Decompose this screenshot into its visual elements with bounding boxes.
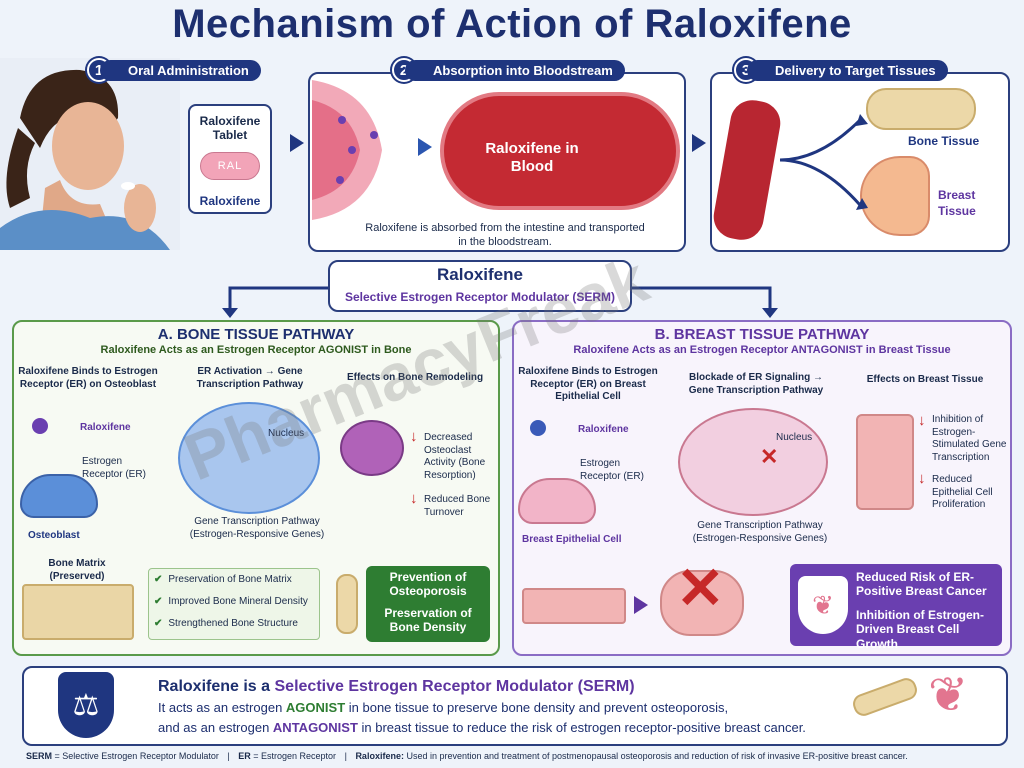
blood-caption: Raloxifene is absorbed from the intestin…: [365, 222, 645, 248]
drug-molecule-icon: [530, 420, 546, 436]
target-bone-label: Bone Tissue: [908, 134, 980, 148]
serm-box: [328, 260, 632, 312]
split-arrows: [222, 286, 778, 318]
breast-col3-title: Effects on Breast Tissue: [866, 374, 984, 385]
summary-title: Raloxifene is a Selective Estrogen Recep…: [158, 678, 635, 695]
flow-arrow-1: [290, 134, 304, 152]
footer-notes: SERM = Selective Estrogen Receptor Modul…: [26, 751, 908, 761]
breast-effect-1: Inhibition of Estrogen-Stimulated Gene T…: [932, 414, 1007, 463]
bone-effect-1: Decreased Osteoclast Activity (Bone Reso…: [424, 432, 486, 481]
blood-vessel: [440, 92, 680, 210]
breast-col1-title: Raloxifene Binds to Estrogen Receptor (E…: [518, 366, 658, 402]
blood-vessel-label: Raloxifene in Blood: [485, 140, 579, 175]
bone-outcome-icon: [336, 574, 358, 634]
bone-col2-caption: Gene Transcription Pathway (Estrogen-Res…: [189, 516, 325, 540]
bone-checklist: [148, 568, 320, 640]
delivery-arrows: [780, 114, 868, 210]
bone-header: A. BONE TISSUE PATHWAY: [157, 326, 355, 343]
bone-matrix-illustration: [22, 584, 134, 640]
breast-illustration: [860, 156, 930, 236]
blocked-growth-x-icon: ✕: [676, 556, 725, 621]
step1-label: Oral Administration: [100, 60, 261, 81]
blocked-growth-illustration: [660, 570, 744, 636]
down-arrow-icon: ↓: [918, 412, 926, 429]
breast-col2-nucleus: Nucleus: [776, 432, 813, 443]
down-arrow-icon: ↓: [410, 428, 418, 445]
breast-epithelial-cell: [518, 478, 596, 524]
breast-outcome-1: Reduced Risk of ER-Positive Breast Cance…: [856, 570, 987, 599]
summary-panel: [22, 666, 1008, 746]
bone-effect-2: Reduced Bone Turnover: [424, 494, 491, 518]
normal-cells-illustration: [522, 588, 626, 624]
absorb-arrow: [418, 138, 432, 156]
drug-molecule-icon: [32, 418, 48, 434]
bone-col1-er: Estrogen Receptor (ER): [82, 456, 146, 480]
bone-check-2: ✔Improved Bone Mineral Density: [154, 596, 308, 607]
page-title: Mechanism of Action of Raloxifene: [172, 2, 852, 46]
bone-outcome-1: Prevention of Osteoporosis: [389, 570, 467, 599]
target-breast-label: Breast Tissue: [938, 188, 976, 218]
breast-col1-cell: Breast Epithelial Cell: [522, 534, 622, 545]
check-icon: ✔: [154, 574, 163, 585]
bone-check-1: ✔Preservation of Bone Matrix: [154, 574, 292, 585]
check-icon: ✔: [154, 596, 163, 607]
summary-line-2: and as an estrogen ANTAGONIST in breast …: [158, 720, 806, 735]
osteoclast-cell: [340, 420, 404, 476]
bone-outcome-box: [366, 566, 490, 642]
breast-effect-2: Reduced Epithelial Cell Proliferation: [932, 474, 993, 510]
flow-arrow-2: [692, 134, 706, 152]
summary-ribbon-icon: ❦: [928, 669, 969, 722]
tablet-imprint: RAL: [217, 160, 243, 172]
step2-label: Absorption into Bloodstream: [405, 60, 625, 81]
step3-label: Delivery to Target Tissues: [747, 60, 948, 81]
osteoblast-cell: [20, 474, 98, 518]
breast-nucleus: [678, 408, 828, 516]
tablet-caption: Raloxifene: [199, 194, 261, 208]
breast-col2-caption: Gene Transcription Pathway (Estrogen-Res…: [692, 520, 828, 544]
tablet-pill: RAL: [200, 152, 260, 180]
serm-class: Selective Estrogen Receptor Modulator (S…: [344, 290, 616, 304]
breast-col1-drug: Raloxifene: [578, 424, 629, 435]
breast-flow-arrow: [634, 596, 648, 614]
breast-subheader: Raloxifene Acts as an Estrogen Receptor …: [573, 344, 951, 356]
check-icon: ✔: [154, 618, 163, 629]
bone-col1-cell: Osteoblast: [28, 530, 80, 541]
down-arrow-icon: ↓: [918, 470, 926, 487]
breast-header: B. BREAST TISSUE PATHWAY: [654, 326, 870, 343]
bone-col1-title: Raloxifene Binds to Estrogen Receptor (E…: [18, 366, 158, 390]
ribbon-shield-icon: ❦: [798, 576, 848, 634]
breast-cell-cluster: [856, 414, 914, 510]
tablet-heading: Raloxifene Tablet: [199, 114, 261, 143]
down-arrow-icon: ↓: [410, 490, 418, 507]
intestine-illustration: [312, 80, 402, 220]
summary-line-1: It acts as an estrogen AGONIST in bone t…: [158, 700, 729, 715]
bone-col1-drug: Raloxifene: [80, 422, 131, 433]
bone-subheader: Raloxifene Acts as an Estrogen Receptor …: [100, 344, 412, 356]
bone-outcome-2: Preservation of Bone Density: [384, 606, 472, 635]
serm-name: Raloxifene: [437, 265, 523, 284]
bone-col2-nucleus: Nucleus: [268, 428, 305, 439]
breast-outcome-2: Inhibition of Estrogen-Driven Breast Cel…: [856, 608, 984, 651]
bone-illustration: [866, 88, 976, 130]
breast-col1-er: Estrogen Receptor (ER): [580, 458, 644, 482]
bone-check-3: ✔Strengthened Bone Structure: [154, 618, 298, 629]
bone-nucleus: [178, 402, 320, 514]
block-x-icon: ✕: [760, 444, 779, 469]
breast-col2-title: Blockade of ER Signaling → Gene Transcri…: [688, 372, 824, 396]
bone-col2-title: ER Activation → Gene Transcription Pathw…: [196, 366, 304, 390]
bone-col3-title: Effects on Bone Remodeling: [346, 372, 484, 383]
bone-matrix-label: Bone Matrix (Preserved): [48, 558, 106, 582]
scales-shield-icon: ⚖: [58, 672, 114, 738]
woman-illustration: [0, 58, 180, 250]
